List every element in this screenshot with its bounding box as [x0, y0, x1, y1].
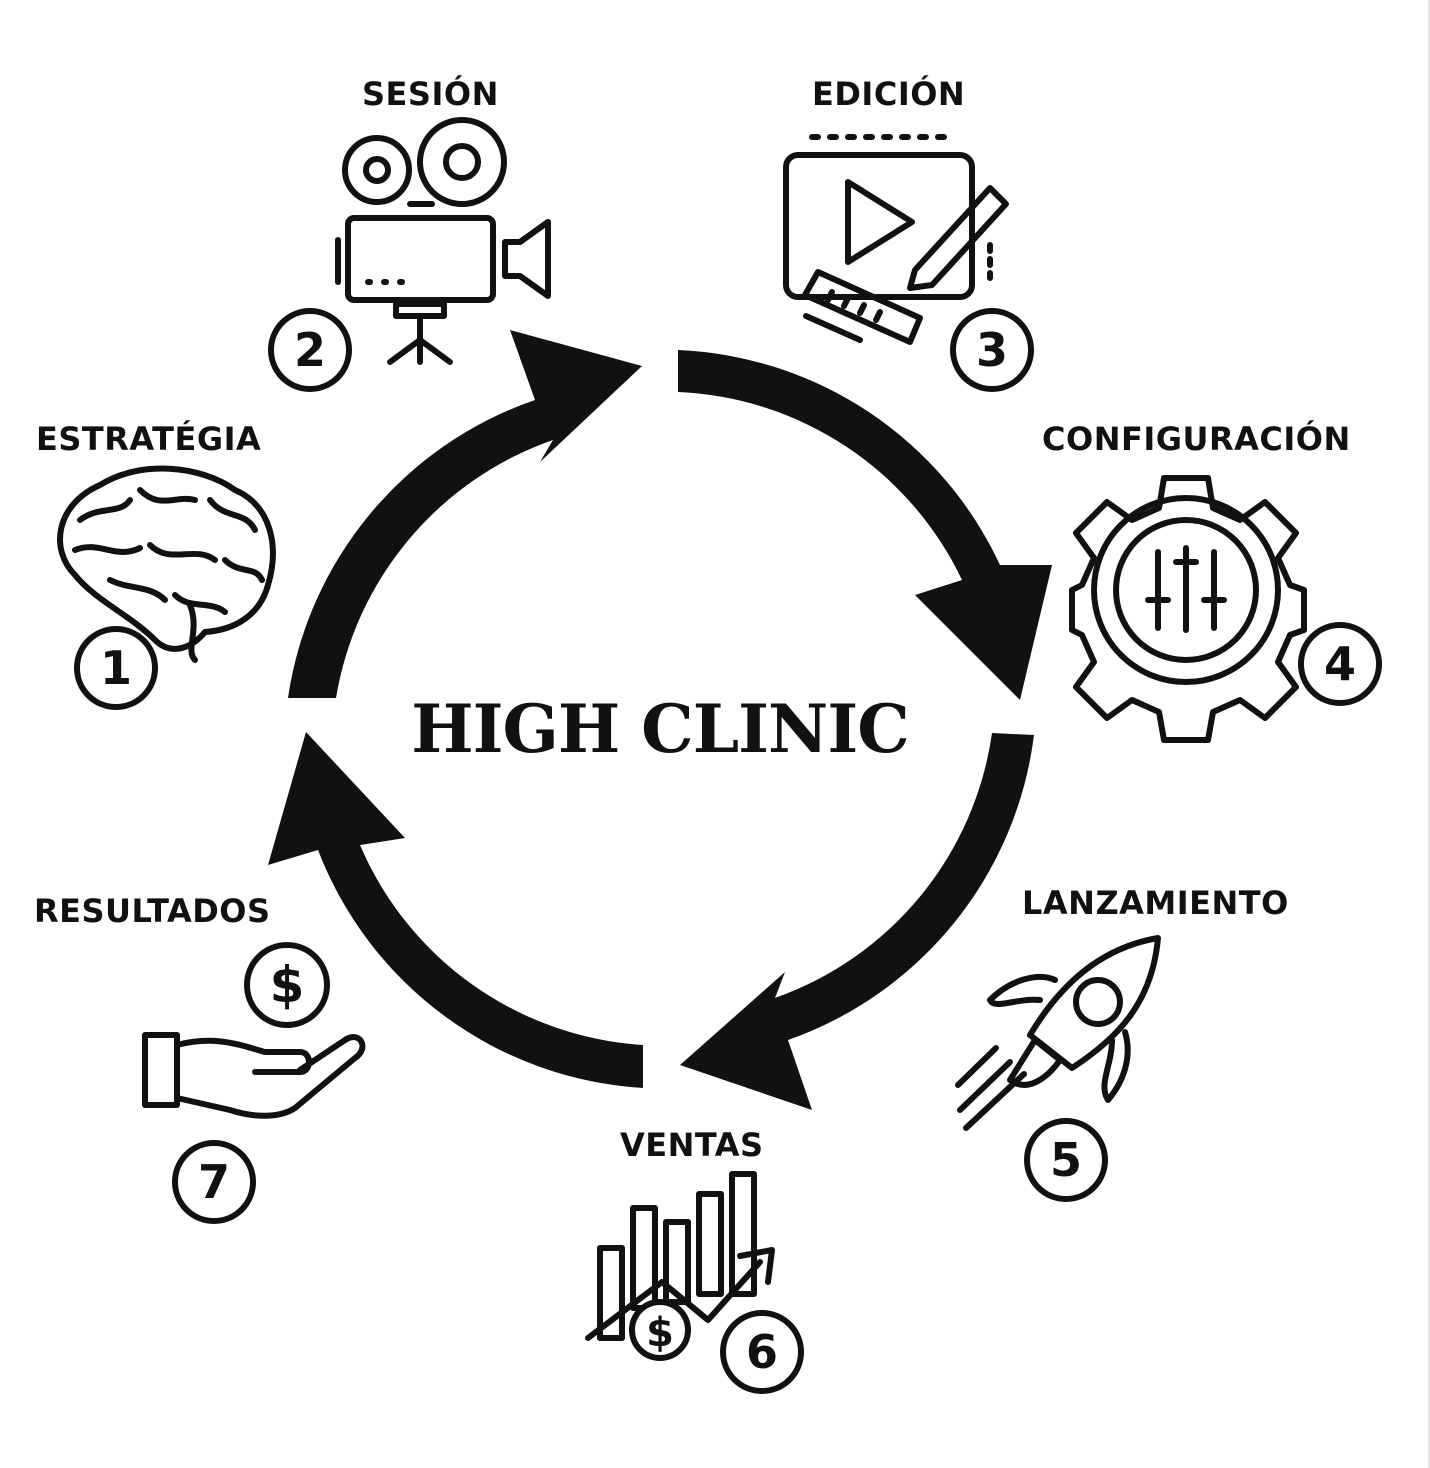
rocket-icon — [955, 935, 1161, 1131]
money-hand-icon — [142, 942, 366, 1119]
page-edge-line — [1428, 0, 1430, 1468]
step-1-label: ESTRATÉGIA — [36, 420, 262, 458]
step-2-label: SESIÓN — [362, 75, 499, 113]
step-1-number: 1 — [74, 626, 158, 710]
cycle-arrow-right-bottom — [680, 733, 1034, 1110]
step-5-label: LANZAMIENTO — [1022, 884, 1289, 922]
step-3-number: 3 — [950, 308, 1034, 392]
brain-icon — [57, 465, 276, 663]
sales-dollar-icon: $ — [646, 1310, 674, 1356]
step-3-label: EDICIÓN — [812, 75, 966, 113]
step-4-number: 4 — [1298, 622, 1382, 706]
money-dollar-icon: $ — [270, 956, 305, 1014]
step-6-number: 6 — [720, 1310, 804, 1394]
sales-growth-icon — [585, 1171, 775, 1361]
step-2-number: 2 — [268, 308, 352, 392]
cycle-arrow-left-top — [288, 330, 642, 698]
movie-camera-icon — [335, 117, 551, 365]
step-4-label: CONFIGURACIÓN — [1042, 420, 1351, 458]
cycle-arrow-bottom-left — [268, 732, 643, 1088]
video-edit-icon — [783, 134, 1009, 345]
step-7-number: 7 — [172, 1140, 256, 1224]
step-6-label: VENTAS — [620, 1126, 764, 1164]
step-7-label: RESULTADOS — [34, 892, 271, 930]
step-5-number: 5 — [1024, 1118, 1108, 1202]
gear-sliders-icon — [1069, 475, 1307, 743]
diagram-title: HIGH CLINIC — [411, 690, 909, 768]
cycle-arrow-top-right — [678, 350, 1052, 700]
